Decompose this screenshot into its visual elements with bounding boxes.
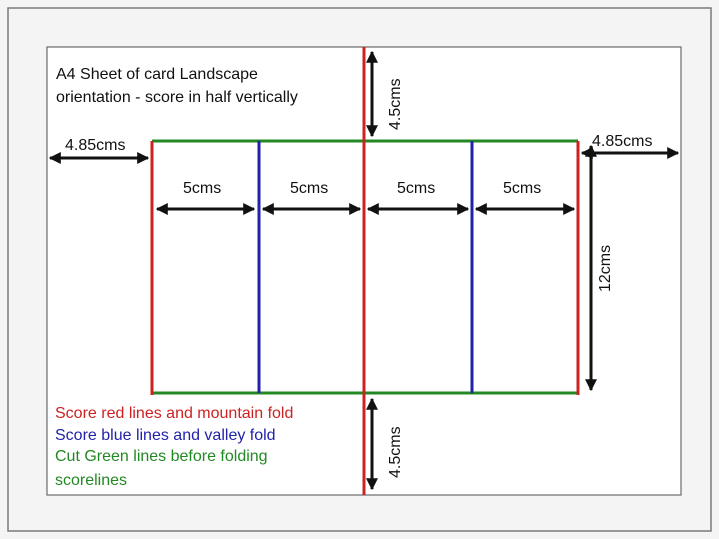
legend-blue: Score blue lines and valley fold (55, 427, 276, 444)
label-panel-1: 5cms (183, 180, 221, 197)
label-panel-height: 12cms (597, 245, 614, 292)
label-panel-2: 5cms (290, 180, 328, 197)
label-margin-top: 4.5cms (387, 78, 404, 130)
legend-red: Score red lines and mountain fold (55, 405, 293, 422)
title-line-1: A4 Sheet of card Landscape (56, 66, 258, 83)
label-panel-4: 5cms (503, 180, 541, 197)
title-line-2: orientation - score in half vertically (56, 89, 298, 106)
label-margin-right: 4.85cms (592, 133, 652, 150)
label-panel-3: 5cms (397, 180, 435, 197)
label-margin-left: 4.85cms (65, 137, 125, 154)
legend-green-1: Cut Green lines before folding (55, 448, 268, 465)
label-margin-bottom: 4.5cms (387, 426, 404, 478)
legend-green-2: scorelines (55, 472, 127, 489)
